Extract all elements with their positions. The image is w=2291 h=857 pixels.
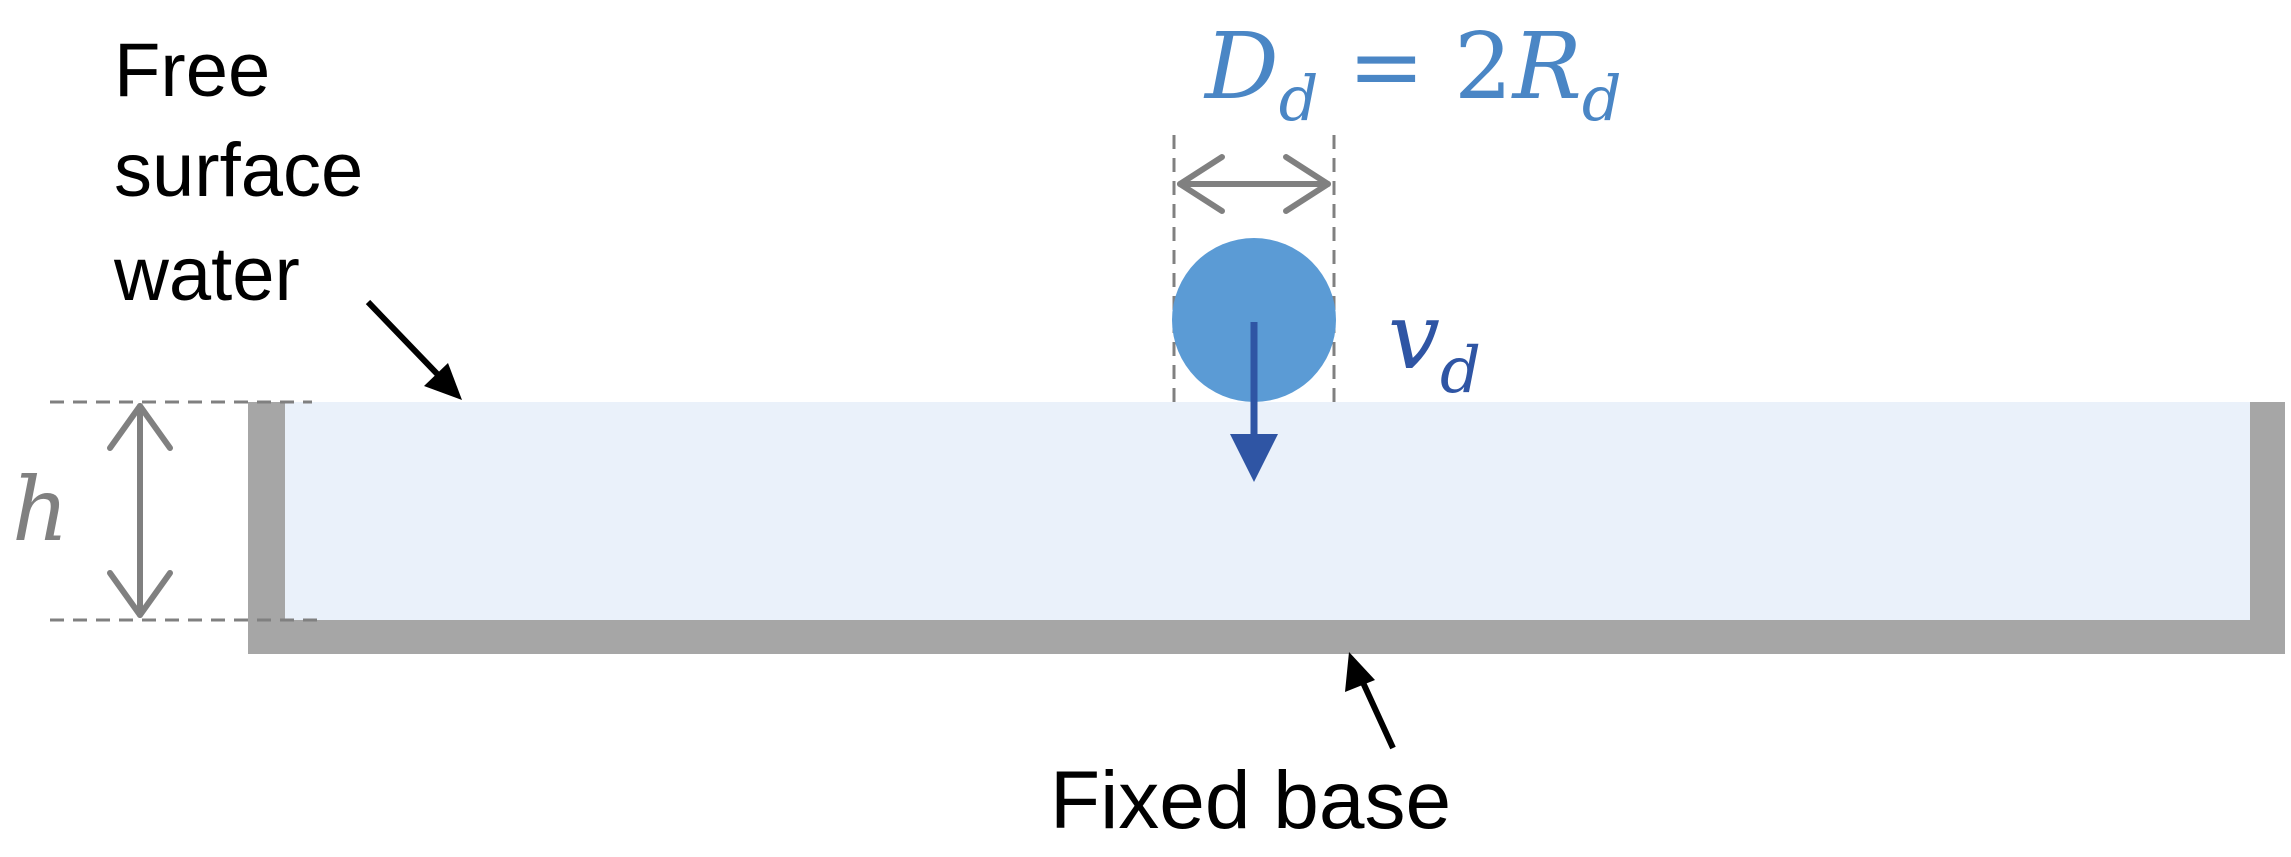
fixed-base-pointer-arrow xyxy=(1345,652,1396,750)
container-left-wall xyxy=(248,402,285,654)
depth-label: h xyxy=(12,458,69,561)
radius-subscript: d xyxy=(1582,62,1622,135)
equals-two: = 2 xyxy=(1318,13,1512,120)
diameter-formula: Dd = 2Rd xyxy=(1203,13,1622,135)
radius-symbol: R xyxy=(1511,13,1582,120)
free-surface-label-line1: Free xyxy=(114,28,270,113)
free-surface-pointer-arrow xyxy=(365,299,462,400)
depth-arrow xyxy=(107,403,173,618)
velocity-arrow xyxy=(1230,322,1278,482)
velocity-label: vd xyxy=(1388,283,1481,408)
fixed-base xyxy=(248,620,2285,654)
diameter-subscript: d xyxy=(1279,62,1319,135)
free-surface-label-line2: surface xyxy=(114,128,363,213)
free-surface-label-line3: water xyxy=(113,232,300,317)
droplet xyxy=(1172,238,1336,402)
container-right-wall xyxy=(2250,402,2285,654)
diameter-arrow xyxy=(1177,154,1331,214)
diameter-symbol: D xyxy=(1203,13,1279,120)
velocity-subscript: d xyxy=(1440,334,1481,408)
velocity-symbol: v xyxy=(1388,283,1440,390)
fixed-base-label: Fixed base xyxy=(1050,755,1451,846)
